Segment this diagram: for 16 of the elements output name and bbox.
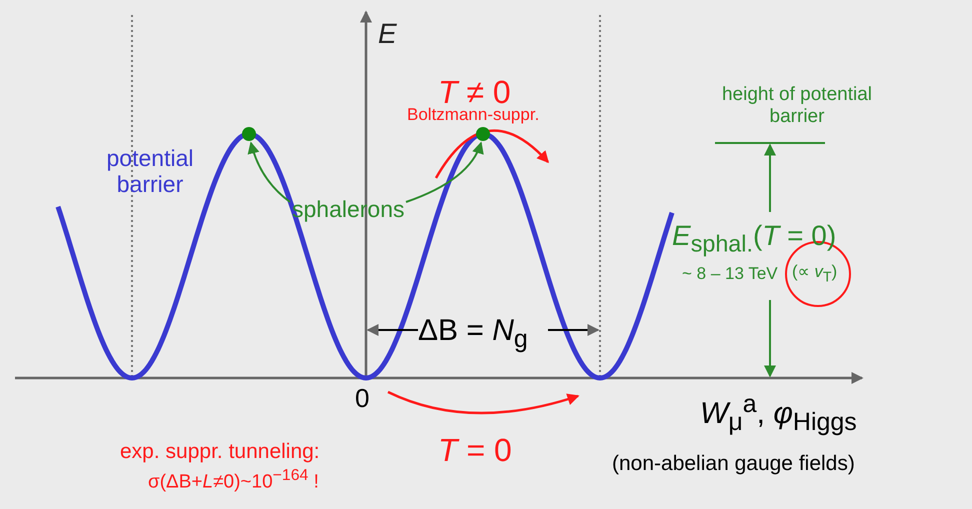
curve-label: potential barrier	[106, 145, 194, 198]
energy-value: ~ 8 – 13 TeV	[682, 264, 778, 284]
proportionality-formula: (∝ v$_{T}$)	[792, 262, 838, 286]
origin-label: 0	[355, 384, 370, 414]
sphaleron-dot	[476, 127, 490, 141]
sphaleron-dot	[242, 127, 256, 141]
leader-arrow	[406, 142, 484, 203]
axis-label: E	[378, 18, 397, 50]
leader-arrow	[248, 142, 291, 203]
annotation-text: height of potential barrier	[720, 84, 873, 128]
axis-label: W$_{μ}$$^{a}$, φ$_{Higgs}$	[700, 390, 857, 437]
axis-caption: (non-abelian gauge fields)	[612, 452, 855, 476]
annotation-text: σ(ΔB+L≠0)~10$^{−164}$ !	[148, 467, 319, 494]
delta-b-formula: ΔB = N$_{g}$	[418, 314, 528, 354]
temperature-label: T = 0	[438, 432, 512, 469]
annotation-text: exp. suppr. tunneling:	[120, 440, 320, 464]
